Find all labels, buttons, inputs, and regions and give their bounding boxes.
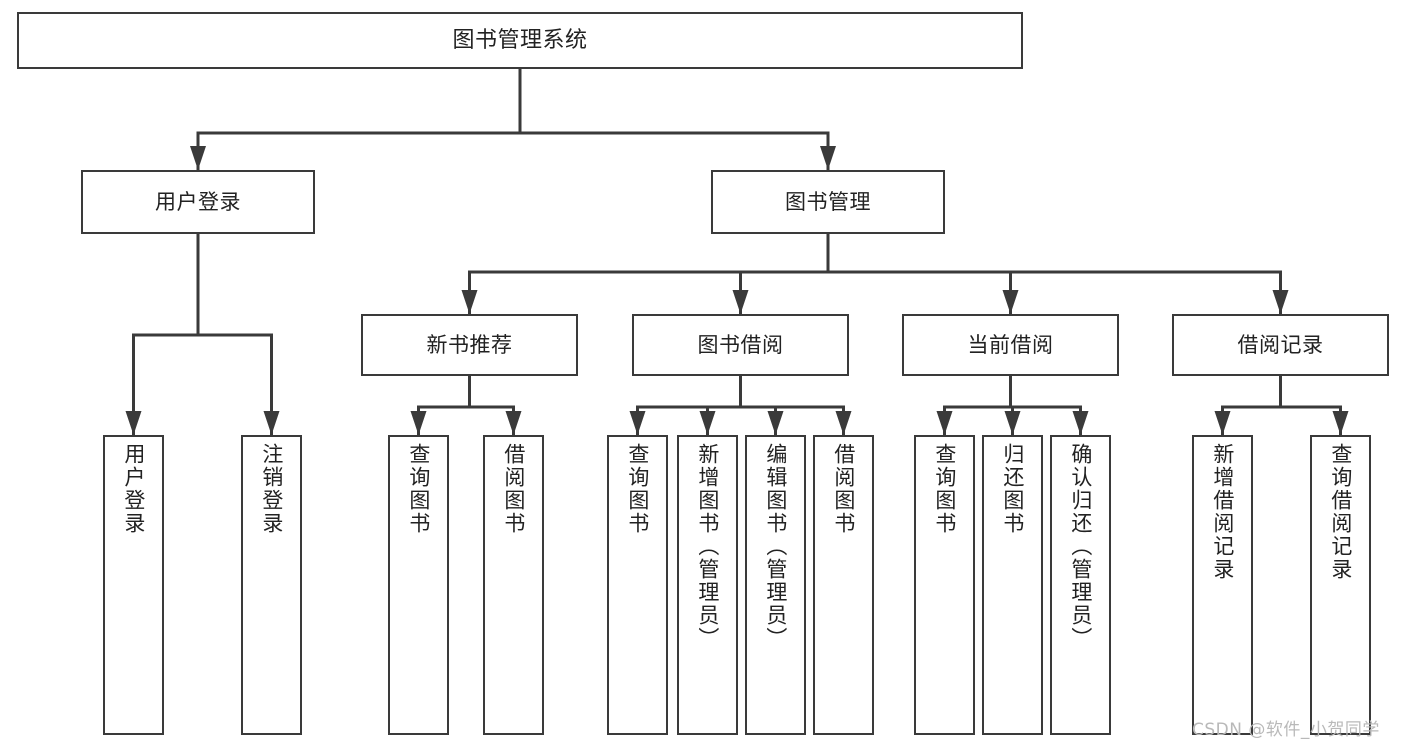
- node-leaf-nb-borrow[interactable]: 借阅图书: [483, 435, 544, 735]
- node-label: 用户登录: [155, 189, 241, 214]
- node-label: 图书管理: [785, 189, 871, 214]
- node-leaf-cb-query[interactable]: 查询图书: [914, 435, 975, 735]
- node-label: 归还图书: [1000, 443, 1025, 535]
- node-label: 新书推荐: [426, 332, 513, 357]
- node-label: 查询图书: [932, 443, 957, 535]
- node-label: 确认归还（管理员）: [1068, 443, 1093, 650]
- node-label: 查询图书: [406, 443, 431, 535]
- node-user-login[interactable]: 用户登录: [81, 170, 315, 234]
- node-label: 查询图书: [625, 443, 650, 535]
- node-leaf-user-logout[interactable]: 注销登录: [241, 435, 302, 735]
- node-label: 用户登录: [121, 443, 146, 535]
- node-label: 借阅图书: [501, 443, 526, 535]
- node-label: 借阅记录: [1237, 332, 1324, 357]
- node-leaf-bb-add[interactable]: 新增图书（管理员）: [677, 435, 738, 735]
- node-label: 图书管理系统: [452, 27, 588, 53]
- node-current-borrow[interactable]: 当前借阅: [902, 314, 1119, 376]
- node-label: 新增图书（管理员）: [695, 443, 720, 650]
- node-leaf-cb-return[interactable]: 归还图书: [982, 435, 1043, 735]
- node-book-manage[interactable]: 图书管理: [711, 170, 945, 234]
- node-new-book-rec[interactable]: 新书推荐: [361, 314, 578, 376]
- node-leaf-cb-confirm[interactable]: 确认归还（管理员）: [1050, 435, 1111, 735]
- node-leaf-user-login[interactable]: 用户登录: [103, 435, 164, 735]
- node-book-borrow[interactable]: 图书借阅: [632, 314, 849, 376]
- node-leaf-bb-edit[interactable]: 编辑图书（管理员）: [745, 435, 806, 735]
- node-leaf-nb-query[interactable]: 查询图书: [388, 435, 449, 735]
- node-root[interactable]: 图书管理系统: [17, 12, 1023, 69]
- node-label: 借阅图书: [831, 443, 856, 535]
- node-leaf-bb-borrow[interactable]: 借阅图书: [813, 435, 874, 735]
- node-leaf-bb-query[interactable]: 查询图书: [607, 435, 668, 735]
- node-label: 注销登录: [259, 443, 284, 535]
- node-label: 图书借阅: [697, 332, 784, 357]
- csdn-watermark: CSDN @软件_小贺同学: [1192, 720, 1380, 740]
- node-leaf-br-add[interactable]: 新增借阅记录: [1192, 435, 1253, 735]
- node-label: 当前借阅: [967, 332, 1054, 357]
- node-borrow-record[interactable]: 借阅记录: [1172, 314, 1389, 376]
- node-label: 新增借阅记录: [1210, 443, 1235, 581]
- node-leaf-br-query[interactable]: 查询借阅记录: [1310, 435, 1371, 735]
- node-label: 编辑图书（管理员）: [763, 443, 788, 650]
- node-label: 查询借阅记录: [1328, 443, 1353, 581]
